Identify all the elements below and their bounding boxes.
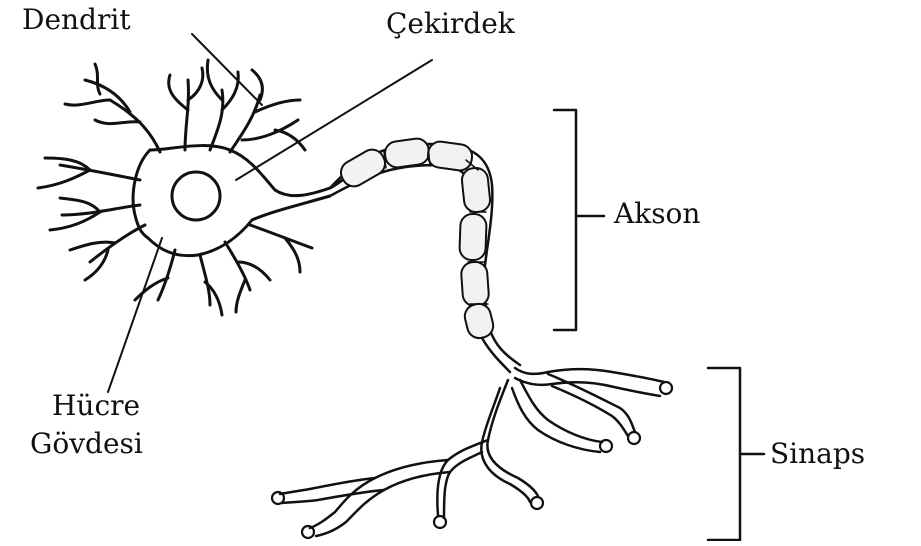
label-govdesi: Gövdesi [30,430,143,458]
akson-bracket [554,110,604,330]
axon [330,137,520,372]
label-hucre: Hücre [52,392,140,420]
sinaps-bracket [708,368,764,540]
label-sinaps: Sinaps [770,440,865,468]
label-cekirdek: Çekirdek [386,10,515,38]
label-akson: Akson [614,200,700,228]
hucre-leader [108,238,162,392]
axon-terminals [272,368,672,538]
label-dendrit: Dendrit [22,6,131,34]
nucleus [172,172,220,220]
myelin-segments [337,137,496,341]
brackets [554,110,764,540]
